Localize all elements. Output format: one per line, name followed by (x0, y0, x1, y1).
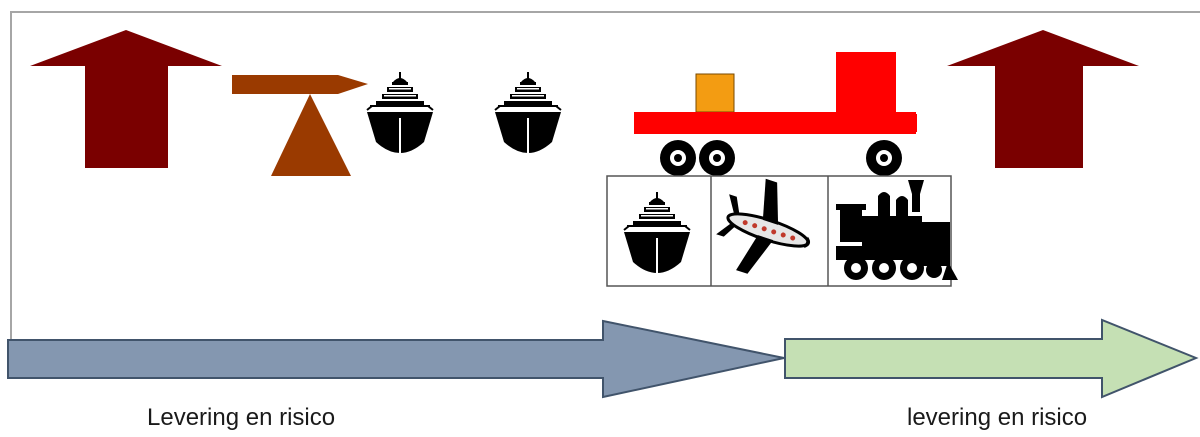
right-caption: levering en risico (907, 404, 1088, 431)
up-arrow-icon (947, 30, 1139, 168)
up-arrow-icon (30, 30, 222, 168)
direction-sign-icon (232, 75, 368, 176)
right-arrow-icon (784, 318, 1199, 399)
steam-locomotive-icon (836, 180, 958, 280)
flatbed-truck-icon (634, 52, 917, 176)
airplane-icon (716, 178, 811, 274)
right-arrow-icon (7, 319, 785, 399)
ship-icon (494, 71, 562, 157)
ship-icon (366, 71, 434, 157)
left-caption: Levering en risico (147, 404, 336, 431)
